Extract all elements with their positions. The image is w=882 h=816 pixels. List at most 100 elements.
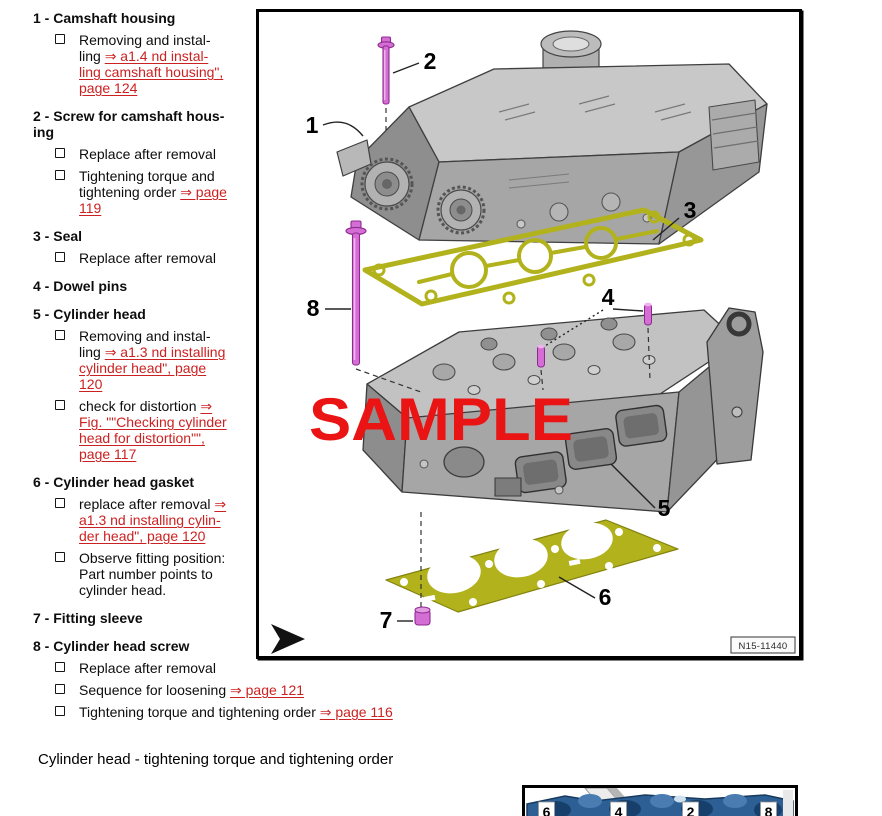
part-sub-item: check for distortion ⇒Fig. ""Checking cy… xyxy=(33,398,255,462)
page-link[interactable]: ling camshaft housing", xyxy=(79,64,224,80)
cylinder-head-screw-part xyxy=(345,220,367,366)
part-item-title: 6 - Cylinder head gasket xyxy=(33,474,255,490)
page-link[interactable]: ⇒ xyxy=(200,398,213,414)
text-segment: cylinder head. xyxy=(79,582,167,598)
part-item-title-line: 2 - Screw for camshaft hous- xyxy=(33,108,225,124)
parts-list-item: 7 - Fitting sleeve xyxy=(33,610,493,626)
callout-numbers: 1 2 3 4 5 6 7 8 xyxy=(306,48,697,633)
part-sub-item: Observe fitting position:Part number poi… xyxy=(33,550,255,598)
checkbox-bullet-icon xyxy=(55,498,65,508)
page-link[interactable]: page 117 xyxy=(79,446,137,462)
torque-label-6: 6 xyxy=(543,804,551,816)
text-segment: check for distortion xyxy=(79,398,201,414)
text-segment: Observe fitting position: xyxy=(79,550,226,566)
page-link[interactable]: ⇒ a1.4 nd instal- xyxy=(104,48,209,64)
assembly-dashed-lines xyxy=(355,108,651,608)
text-segment: Sequence for loosening xyxy=(79,682,230,698)
page-link[interactable]: page 124 xyxy=(79,80,138,96)
part-item-title-line: 4 - Dowel pins xyxy=(33,278,128,294)
checkbox-bullet-icon xyxy=(55,170,65,180)
page-link[interactable]: head for distortion"", xyxy=(79,430,205,446)
section-title: Cylinder head - tightening torque and ti… xyxy=(38,751,394,768)
part-sub-item: replace after removal ⇒a1.3 nd installin… xyxy=(33,496,255,544)
checkbox-bullet-icon xyxy=(55,552,65,562)
page-link[interactable]: 120 xyxy=(79,376,103,392)
part-item-title: 3 - Seal xyxy=(33,228,255,244)
checkbox-bullet-icon xyxy=(55,34,65,44)
callout-4: 4 xyxy=(602,284,615,310)
page-link[interactable]: ⇒ xyxy=(214,496,227,512)
text-segment: Replace after removal xyxy=(79,660,216,676)
part-sub-item: Replace after removal xyxy=(33,250,255,266)
checkbox-bullet-icon xyxy=(55,706,65,716)
torque-label-4: 4 xyxy=(615,804,623,816)
page-link[interactable]: cylinder head", page xyxy=(79,360,207,376)
checkbox-bullet-icon xyxy=(55,330,65,340)
callout-3: 3 xyxy=(684,197,697,223)
torque-label-2: 2 xyxy=(687,804,695,816)
parts-list-item: 4 - Dowel pins xyxy=(33,278,493,294)
text-segment: Replace after removal xyxy=(79,146,216,162)
cylinder-head-part xyxy=(362,307,764,513)
sample-watermark: SAMPLE xyxy=(309,386,573,453)
parts-list-item: 6 - Cylinder head gasket replace after re… xyxy=(33,474,493,598)
text-segment: Part number points to xyxy=(79,566,213,582)
text-segment: Removing and instal- xyxy=(79,328,211,344)
page-link[interactable]: ⇒ page 121 xyxy=(230,682,305,698)
page-link[interactable]: Fig. ""Checking cylinder xyxy=(79,414,227,430)
camshaft-housing-part xyxy=(336,30,768,245)
exploded-view-drawing: 1 2 3 4 5 6 7 8 SAMPLE N15-11440 xyxy=(271,30,796,654)
text-segment: Tightening torque and xyxy=(79,168,215,184)
part-item-title-line: 5 - Cylinder head xyxy=(33,306,146,322)
part-item-title: 7 - Fitting sleeve xyxy=(33,610,255,626)
torque-order-drawing: 6 4 2 8 xyxy=(525,788,795,816)
page-link[interactable]: der head", page 120 xyxy=(79,528,206,544)
dowel-pin-parts xyxy=(537,302,652,368)
part-item-title: 4 - Dowel pins xyxy=(33,278,255,294)
torque-label-8: 8 xyxy=(765,804,773,816)
direction-arrow-icon xyxy=(271,624,305,654)
camshaft-housing-screw-part xyxy=(377,36,395,105)
figure-code: N15-11440 xyxy=(738,641,787,652)
text-segment: ling xyxy=(79,344,105,360)
part-sub-item: Tightening torque and tightening order ⇒… xyxy=(33,704,489,720)
part-sub-item: Removing and instal-ling ⇒ a1.4 nd insta… xyxy=(33,32,255,96)
fitting-sleeve-part xyxy=(414,606,431,626)
part-item-title-line: 8 - Cylinder head screw xyxy=(33,638,190,654)
page-link[interactable]: 119 xyxy=(79,200,102,216)
text-segment: Tightening torque and tightening order xyxy=(79,704,320,720)
part-sub-item: Sequence for loosening ⇒ page 121 xyxy=(33,682,489,698)
text-segment: ling xyxy=(79,48,105,64)
torque-order-labels: 6 4 2 8 xyxy=(538,801,777,816)
page-link[interactable]: ⇒ a1.3 nd installing xyxy=(104,344,226,360)
text-segment: Removing and instal- xyxy=(79,32,211,48)
callout-5: 5 xyxy=(658,495,671,521)
page-link[interactable]: a1.3 nd installing cylin- xyxy=(79,512,221,528)
camshaft-housing-seal-part xyxy=(362,207,704,307)
exploded-view-figure: 1 2 3 4 5 6 7 8 SAMPLE N15-11440 xyxy=(256,9,802,659)
checkbox-bullet-icon xyxy=(55,252,65,262)
part-item-title-line: 1 - Camshaft housing xyxy=(33,10,176,26)
callout-1: 1 xyxy=(306,112,319,138)
callout-6: 6 xyxy=(599,584,612,610)
checkbox-bullet-icon xyxy=(55,148,65,158)
part-item-title: 2 - Screw for camshaft hous-ing xyxy=(33,108,255,140)
torque-order-figure: 6 4 2 8 xyxy=(522,785,798,816)
part-item-title: 1 - Camshaft housing xyxy=(33,10,255,26)
checkbox-bullet-icon xyxy=(55,684,65,694)
part-sub-item: Removing and instal-ling ⇒ a1.3 nd insta… xyxy=(33,328,255,392)
page-link[interactable]: ⇒ page xyxy=(180,184,227,200)
callout-leader-lines xyxy=(322,62,680,622)
callout-2: 2 xyxy=(424,48,437,74)
page-link[interactable]: ⇒ page 116 xyxy=(319,704,393,720)
part-item-title: 5 - Cylinder head xyxy=(33,306,255,322)
part-item-title-line: 3 - Seal xyxy=(33,228,83,244)
text-segment: replace after removal xyxy=(79,496,215,512)
